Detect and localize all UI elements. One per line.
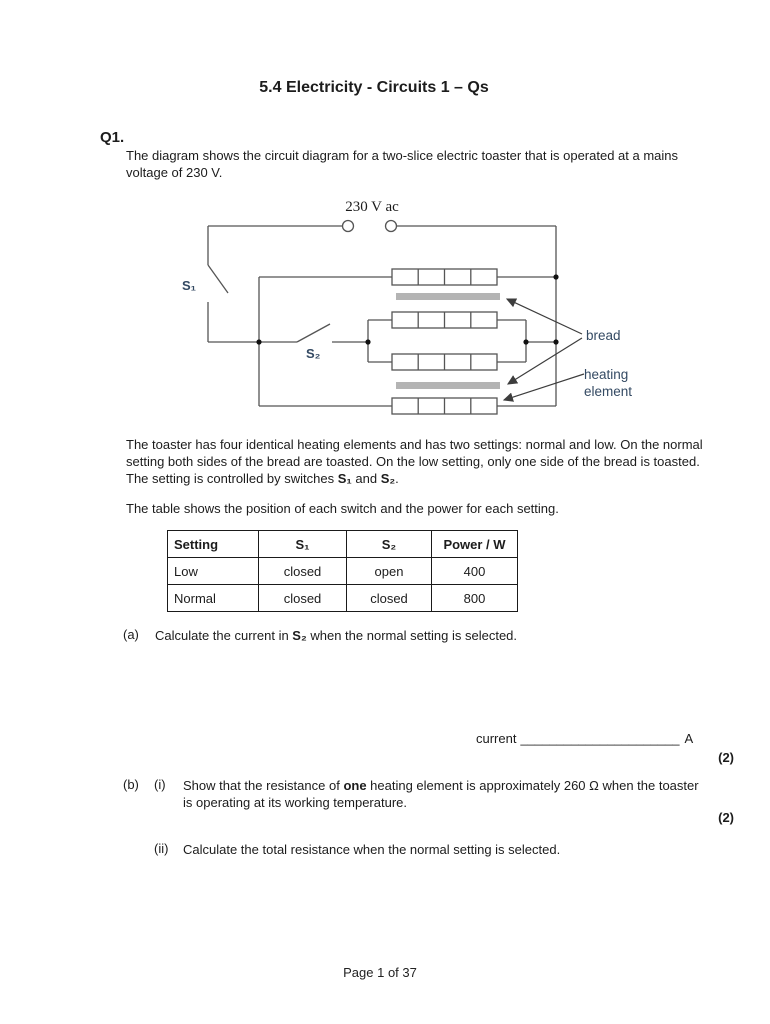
switch-s1-label: S₁ — [182, 278, 196, 293]
bread-slice-top — [396, 293, 500, 300]
answer-row: current______________________ A — [476, 731, 693, 746]
table-cell-power: 400 — [431, 557, 518, 585]
supply-label: 230 V ac — [345, 199, 399, 215]
document-title: 5.4 Electricity - Circuits 1 – Qs — [259, 79, 489, 96]
bread-label: bread — [586, 328, 621, 343]
circuit-wires — [207, 219, 557, 407]
table-row: Normal closed closed 800 — [167, 584, 518, 612]
junction-dots — [256, 274, 559, 345]
description-period: . — [395, 471, 399, 486]
table-header-s2: S₂ — [346, 530, 432, 558]
table-cell-s1: closed — [258, 557, 347, 585]
annotation-arrows — [502, 298, 585, 402]
part-b-i-text-before: Show that the resistance of — [183, 778, 344, 793]
switch-labels: S₁ S₂ — [182, 278, 321, 361]
junction-dot — [523, 339, 529, 345]
heating-elements — [391, 268, 498, 415]
answer-line: ______________________ — [520, 731, 680, 746]
table-cell-setting: Low — [167, 557, 259, 585]
description-joiner: and — [351, 471, 381, 486]
heating-element-arrow — [502, 373, 585, 402]
circuit-diagram: 230 V ac S₁ S₂ bread heating element — [182, 199, 632, 415]
switch-s1-blade — [207, 264, 229, 294]
heating-element-upper-middle — [391, 311, 498, 329]
table-cell-s2: open — [346, 557, 432, 585]
part-a-s2-reference: S₂ — [292, 628, 307, 643]
part-a-label: (a) — [123, 627, 139, 642]
part-a-text: Calculate the current in S₂ when the nor… — [155, 627, 703, 644]
s1-reference: S₁ — [337, 471, 352, 486]
part-b-label: (b) — [123, 777, 139, 792]
table-header-s1: S₁ — [258, 530, 347, 558]
part-a-text-after: when the normal setting is selected. — [306, 628, 518, 643]
part-b-i-text: Show that the resistance of one heating … — [183, 777, 707, 811]
heating-element-label-line2: element — [584, 384, 632, 399]
page-footer: Page 1 of 37 — [343, 965, 417, 980]
callout-labels: bread heating element — [584, 328, 632, 399]
settings-table: Setting S₁ S₂ Power / W Low closed open … — [167, 530, 518, 612]
answer-unit: A — [684, 731, 694, 746]
part-b-i-label: (i) — [154, 777, 166, 792]
part-b-ii-text: Calculate the total resistance when the … — [183, 842, 561, 857]
supply-terminal-right — [384, 219, 398, 233]
description-text: The toaster has four identical heating e… — [126, 437, 703, 486]
junction-dot — [365, 339, 371, 345]
table-header-power: Power / W — [431, 530, 518, 558]
heating-element-label-line1: heating — [584, 367, 628, 382]
question-intro: The diagram shows the circuit diagram fo… — [126, 148, 679, 180]
part-b-i-text-after: heating element is approximately 260 Ω w… — [183, 778, 699, 810]
table-header-row: Setting S₁ S₂ Power / W — [167, 530, 518, 558]
bread-slice-bottom — [396, 382, 500, 389]
heating-element-lower-middle — [391, 353, 498, 371]
s2-reference: S₂ — [380, 471, 396, 486]
question-description: The toaster has four identical heating e… — [126, 436, 706, 487]
part-a-text-before: Calculate the current in — [155, 628, 293, 643]
table-caption: The table shows the position of each swi… — [126, 501, 559, 516]
question-number: Q1. — [100, 129, 125, 146]
bread-arrow-top — [505, 298, 583, 335]
junction-dot — [553, 339, 559, 345]
marks-badge-a: (2) — [718, 750, 734, 765]
heating-element-bottom — [391, 397, 498, 415]
table-row: Low closed open 400 — [167, 557, 518, 585]
junction-dot — [553, 274, 559, 280]
table-header-setting: Setting — [167, 530, 259, 558]
supply-terminal-left — [341, 219, 355, 233]
heating-element-top — [391, 268, 498, 286]
part-b-i-bold-word: one — [343, 778, 367, 793]
marks-badge-b-i: (2) — [718, 810, 734, 825]
junction-dot — [256, 339, 262, 345]
switch-s2-label: S₂ — [306, 346, 321, 361]
answer-label: current — [476, 731, 517, 746]
table-cell-setting: Normal — [167, 584, 259, 612]
table-cell-s1: closed — [258, 584, 347, 612]
table-cell-s2: closed — [346, 584, 432, 612]
part-b-ii-label: (ii) — [154, 841, 169, 856]
switch-s2-blade — [296, 323, 331, 343]
table-cell-power: 800 — [431, 584, 518, 612]
bread-arrow-bottom — [506, 337, 583, 385]
